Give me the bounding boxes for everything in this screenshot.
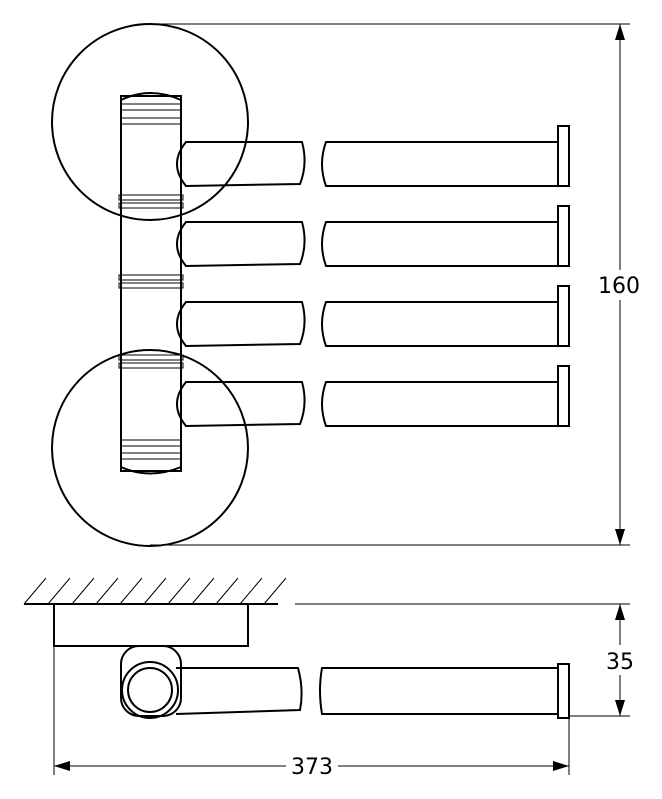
height-dimension-label: 160 [598,274,640,299]
wall-hatching [23,577,287,605]
pivot-column [118,92,184,475]
towel-arm [176,205,570,268]
towel-arm [176,125,570,188]
height-dimension: 160 [150,23,642,546]
towel-arm [176,285,570,348]
width-dimension: 373 [53,646,570,780]
side-view: 35 373 [23,577,640,780]
towel-arms [176,125,570,428]
towel-arm [176,365,570,428]
depth-dimension-label: 35 [606,650,634,675]
depth-dimension: 35 [295,603,640,717]
top-wall-plate [51,23,249,221]
base-plate [53,603,249,647]
segment-separators [118,194,184,369]
pivot-housing [120,645,182,719]
bottom-wall-plate [51,349,249,547]
width-dimension-label: 373 [291,755,333,780]
front-view: 160 [51,23,642,547]
side-arm [175,663,570,719]
